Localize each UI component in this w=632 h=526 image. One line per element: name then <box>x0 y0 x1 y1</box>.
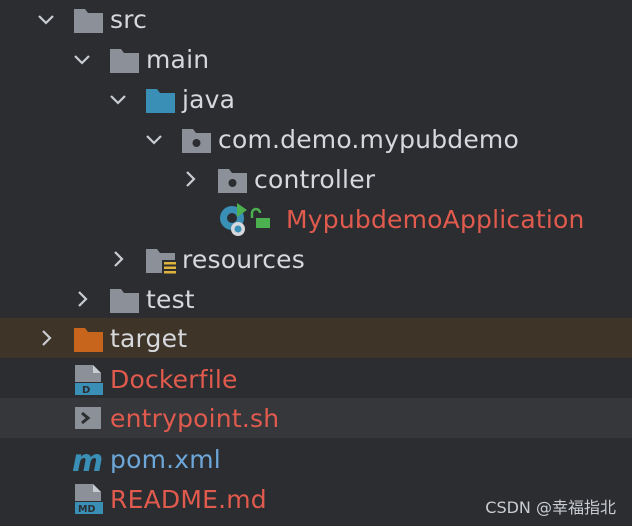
tree-row-main[interactable]: main <box>0 40 632 80</box>
tree-item-label: test <box>146 285 195 314</box>
folder-icon <box>74 9 103 33</box>
tree-item-label: com.demo.mypubdemo <box>218 125 519 154</box>
folder-icon <box>110 49 139 73</box>
markdown-icon: MD <box>75 484 103 515</box>
package-icon <box>218 169 247 193</box>
excluded-folder-icon <box>74 328 103 352</box>
source-folder-icon <box>146 89 175 113</box>
tree-row-mypubdemoapplication[interactable]: MypubdemoApplication <box>0 200 632 240</box>
chevron-right-icon[interactable] <box>181 170 199 188</box>
tree-row-package[interactable]: com.demo.mypubdemo <box>0 120 632 160</box>
svg-text:MD: MD <box>78 504 95 515</box>
tree-row-java[interactable]: java <box>0 80 632 120</box>
tree-row-controller[interactable]: controller <box>0 160 632 200</box>
tree-item-label: entrypoint.sh <box>110 404 280 433</box>
resources-folder-icon <box>146 249 177 275</box>
tree-row-resources[interactable]: resources <box>0 240 632 280</box>
svg-text:D: D <box>82 385 90 396</box>
maven-icon: m <box>72 447 103 475</box>
watermark: CSDN @幸福指北 <box>485 498 616 517</box>
chevron-down-icon[interactable] <box>37 10 55 28</box>
chevron-down-icon[interactable] <box>145 130 163 148</box>
tree-row-entrypoint[interactable]: entrypoint.sh <box>0 398 632 438</box>
chevron-right-icon[interactable] <box>109 250 127 268</box>
tree-item-label: controller <box>254 165 376 194</box>
package-icon <box>182 129 211 153</box>
tree-item-label: resources <box>182 245 305 274</box>
shell-script-icon <box>75 407 101 429</box>
chevron-right-icon[interactable] <box>73 290 91 308</box>
tree-row-target[interactable]: target <box>0 318 632 358</box>
tree-row-pom[interactable]: m pom.xml <box>0 440 632 480</box>
folder-icon <box>110 289 139 313</box>
spring-boot-class-icon <box>220 203 270 236</box>
chevron-right-icon[interactable] <box>37 329 55 347</box>
chevron-down-icon[interactable] <box>73 50 91 68</box>
tree-item-label: Dockerfile <box>110 365 238 394</box>
tree-item-label: README.md <box>110 485 267 514</box>
tree-row-test[interactable]: test <box>0 280 632 320</box>
tree-item-label: main <box>146 45 210 74</box>
tree-row-src[interactable]: src <box>0 0 632 40</box>
svg-text:m: m <box>72 447 103 475</box>
tree-row-readme[interactable]: MD README.md <box>0 480 632 520</box>
chevron-down-icon[interactable] <box>109 90 127 108</box>
tree-item-label: MypubdemoApplication <box>286 205 585 234</box>
tree-item-label: java <box>182 85 236 114</box>
tree-item-label: target <box>110 324 188 353</box>
tree-row-dockerfile[interactable]: D Dockerfile <box>0 360 632 400</box>
tree-item-label: src <box>110 5 148 34</box>
tree-item-label: pom.xml <box>110 445 221 474</box>
dockerfile-icon: D <box>75 365 103 396</box>
